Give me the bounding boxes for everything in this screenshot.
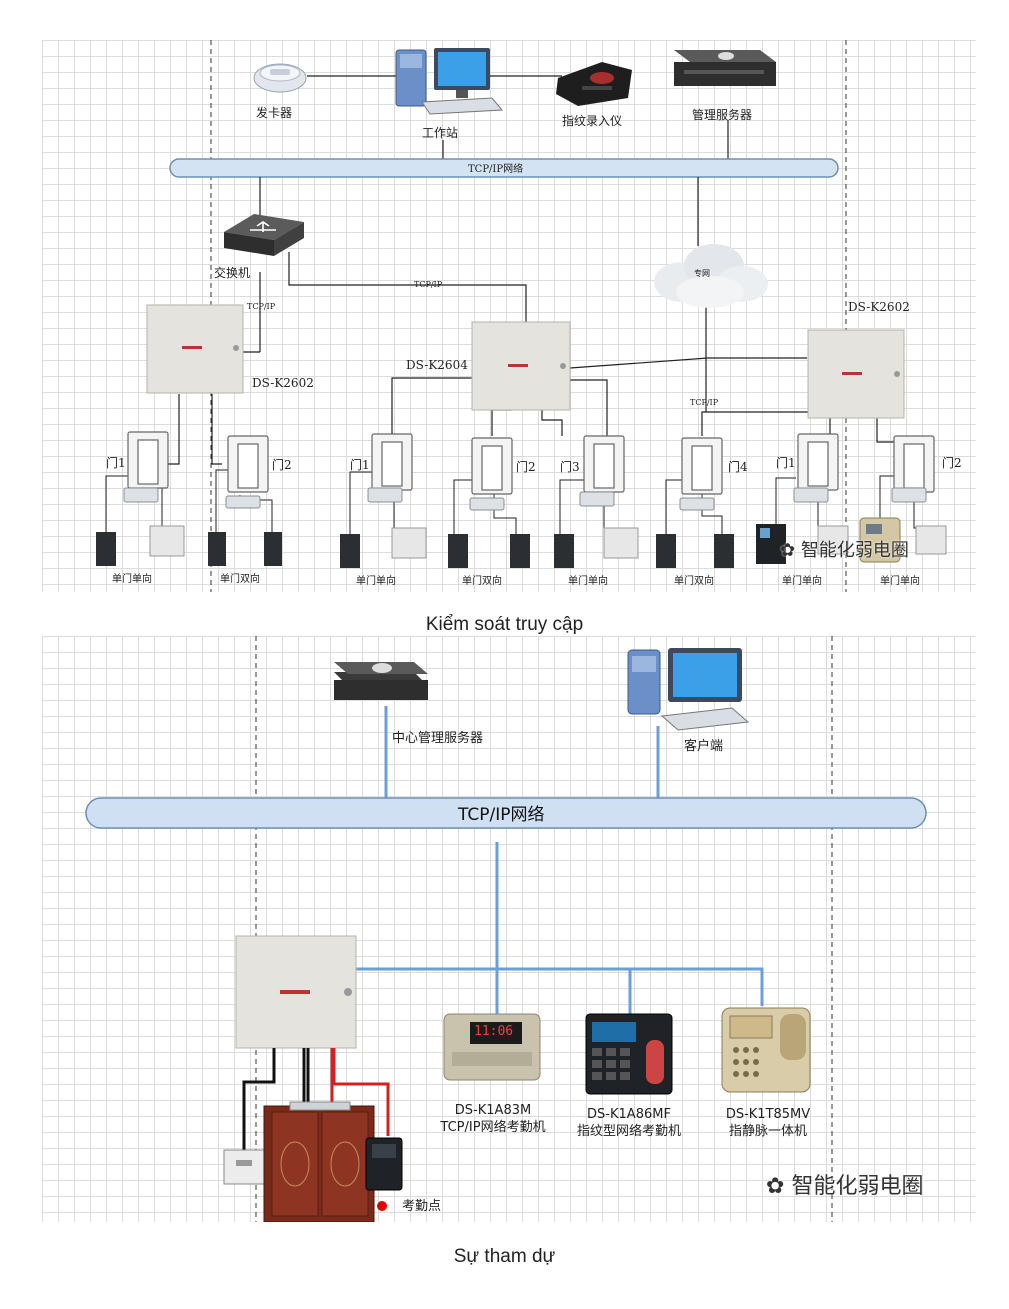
door-label: 门4	[728, 460, 748, 474]
door-icon	[227, 435, 269, 493]
attendance-caption: Sự tham dự	[453, 1246, 556, 1267]
mode-label: 单门双向	[674, 576, 714, 587]
mode-label: 单门单向	[782, 576, 822, 587]
door-icon	[127, 431, 169, 489]
door-icon	[471, 437, 513, 495]
card-issuer-label: 发卡器	[256, 106, 293, 120]
device3-model: DS-K1T85MV	[725, 1107, 811, 1122]
attendance-diagram: 中心管理服务器 客户端 TCP/IP网络 11:06 DS-K1A83M TCP…	[42, 636, 976, 1222]
tcpip-bus	[85, 797, 927, 829]
wechat-icon: ✿	[780, 540, 796, 561]
clock-display: 11:06	[474, 1024, 514, 1039]
attendance-point-label: 考勤点	[402, 1199, 442, 1214]
door-label: 门2	[272, 458, 292, 472]
door-icon	[893, 435, 935, 493]
device2-label: DS-K1A86MF 指纹型网络考勤机	[554, 1106, 704, 1140]
mode-label: 单门双向	[220, 574, 260, 585]
bus-label: TCP/IP网络	[458, 805, 545, 825]
vein-terminal-icon	[721, 1007, 811, 1093]
management-server-icon	[674, 50, 776, 86]
attendance-reader-icon	[365, 1137, 403, 1191]
card-issuer-icon	[253, 63, 307, 93]
lock-icons	[123, 487, 927, 511]
switch-label: 交换机	[214, 266, 251, 280]
door-label: 门1	[776, 456, 796, 470]
private-network-label: 专网	[694, 269, 710, 278]
wechat-icon: ✿	[766, 1174, 785, 1199]
device1-label: DS-K1A83M TCP/IP网络考勤机	[418, 1102, 568, 1136]
controller-mid-label: DS-K2604	[406, 358, 468, 372]
door-label: 门1	[106, 456, 126, 470]
tcpip-bus	[169, 158, 839, 178]
device1-model: DS-K1A83M	[454, 1103, 532, 1118]
link-label-switch-mid: TCP/IP	[414, 280, 443, 289]
exit-button-icon	[223, 1149, 265, 1185]
controller-right-label: DS-K2602	[848, 300, 910, 314]
fingerprint-terminal-icon	[585, 1013, 673, 1095]
client-label: 客户端	[684, 739, 724, 754]
access-control-diagram: 发卡器 工作站 指纹录入仪 管理服务器 TCP/IP网络 交换机 专网 TCP/…	[42, 40, 976, 592]
private-network-cloud-icon	[654, 244, 768, 308]
attendance-controller-icon	[235, 935, 357, 1049]
access-control-caption: Kiểm soát truy cập	[425, 614, 584, 635]
mode-label: 单门单向	[880, 576, 920, 587]
workstation-label: 工作站	[422, 126, 459, 140]
attendance-lines	[85, 636, 927, 1222]
door-label: 门1	[350, 458, 370, 472]
center-server-icon	[334, 662, 428, 700]
controller-left-icon	[146, 304, 244, 394]
access-control-lines	[96, 40, 947, 592]
fingerprint-enroller-label: 指纹录入仪	[562, 114, 623, 128]
attendance-point-dot	[377, 1201, 387, 1211]
reader-icons	[96, 517, 947, 568]
device3-label: DS-K1T85MV 指静脉一体机	[698, 1106, 838, 1140]
mode-label: 单门双向	[462, 576, 502, 587]
door-icon	[583, 435, 625, 493]
device2-desc: 指纹型网络考勤机	[576, 1124, 681, 1139]
wooden-door-icon	[263, 1101, 375, 1222]
client-computer-icon	[627, 648, 750, 731]
mode-label: 单门单向	[356, 576, 396, 587]
management-server-label: 管理服务器	[692, 108, 753, 122]
device2-model: DS-K1A86MF	[587, 1107, 671, 1122]
door-icon	[371, 433, 413, 491]
controller-right-icon	[807, 329, 905, 419]
door-label: 门3	[560, 460, 580, 474]
time-clock-device-icon	[443, 1013, 541, 1081]
device3-desc: 指静脉一体机	[728, 1124, 807, 1139]
door-icon	[797, 433, 839, 491]
link-label-cloud-right: TCP/IP	[690, 398, 719, 407]
door-icon	[681, 437, 723, 495]
device1-desc: TCP/IP网络考勤机	[440, 1120, 546, 1135]
door-icons	[127, 431, 935, 495]
controller-left-label: DS-K2602	[252, 376, 314, 390]
switch-icon	[224, 214, 304, 256]
center-server-label: 中心管理服务器	[392, 731, 484, 746]
controller-mid-icon	[471, 321, 571, 411]
mode-label: 单门单向	[568, 576, 608, 587]
watermark: ✿ 智能化弱电圈	[780, 540, 909, 561]
bus-label: TCP/IP网络	[468, 164, 524, 175]
door-label: 门2	[516, 460, 536, 474]
watermark: ✿ 智能化弱电圈	[766, 1174, 924, 1199]
link-label-switch-left: TCP/IP	[247, 302, 276, 311]
workstation-icon	[395, 48, 504, 115]
mode-label: 单门单向	[112, 574, 152, 585]
door-label: 门2	[942, 456, 962, 470]
fingerprint-enroller-icon	[556, 62, 632, 106]
